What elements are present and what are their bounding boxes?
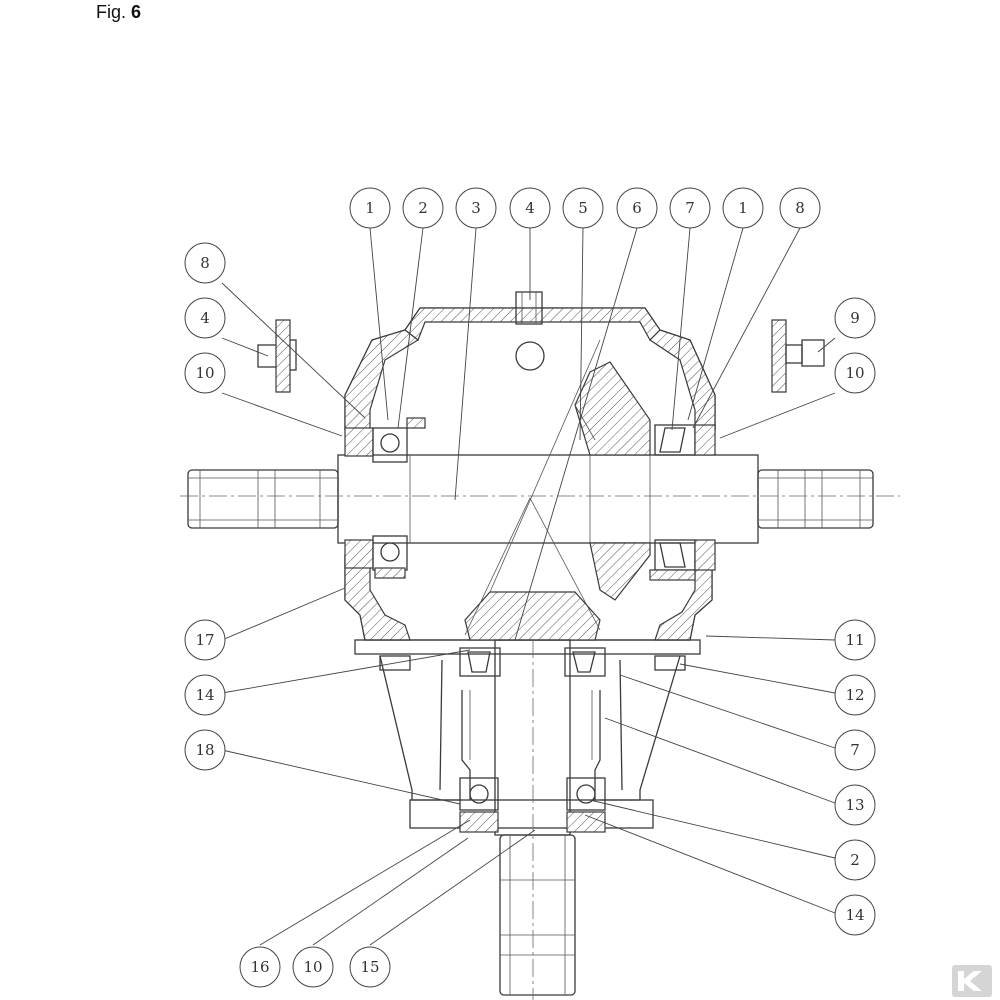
svg-text:6: 6 bbox=[632, 199, 642, 217]
svg-text:4: 4 bbox=[200, 309, 210, 327]
callout-15-bottom: 15 bbox=[349, 946, 391, 988]
svg-text:5: 5 bbox=[578, 199, 588, 217]
figure-title: Fig. 6 bbox=[96, 2, 141, 23]
svg-text:10: 10 bbox=[195, 364, 214, 382]
callout-9-right: 9 bbox=[834, 297, 876, 339]
callout-8-top: 8 bbox=[779, 187, 821, 229]
callout-7-right: 7 bbox=[834, 729, 876, 771]
callout-balloons: 1 2 3 4 5 6 7 1 8 8 4 10 9 10 17 11 14 1… bbox=[184, 187, 876, 988]
svg-text:2: 2 bbox=[850, 851, 860, 869]
svg-text:16: 16 bbox=[250, 958, 269, 976]
callout-6-top: 6 bbox=[616, 187, 658, 229]
svg-text:4: 4 bbox=[525, 199, 535, 217]
svg-text:18: 18 bbox=[195, 741, 214, 759]
svg-text:10: 10 bbox=[303, 958, 322, 976]
callout-2-right: 2 bbox=[834, 839, 876, 881]
watermark-logo-icon bbox=[952, 965, 992, 997]
svg-text:11: 11 bbox=[845, 631, 864, 649]
callout-1-top-left: 1 bbox=[349, 187, 391, 229]
plug-detail-left bbox=[257, 319, 297, 393]
figure-number: 6 bbox=[131, 2, 142, 22]
svg-text:1: 1 bbox=[365, 199, 375, 217]
svg-text:14: 14 bbox=[845, 906, 864, 924]
svg-text:3: 3 bbox=[471, 199, 481, 217]
svg-text:8: 8 bbox=[200, 254, 210, 272]
callout-13-right: 13 bbox=[834, 784, 876, 826]
callout-4-top: 4 bbox=[509, 187, 551, 229]
svg-text:15: 15 bbox=[360, 958, 379, 976]
left-bearings bbox=[344, 417, 426, 579]
callout-18-left: 18 bbox=[184, 729, 226, 771]
leader-lines bbox=[221, 227, 836, 946]
callout-4-left: 4 bbox=[184, 297, 226, 339]
plug-detail-right bbox=[771, 319, 825, 393]
callout-3-top: 3 bbox=[455, 187, 497, 229]
callout-1-top-right: 1 bbox=[722, 187, 764, 229]
callout-7-top: 7 bbox=[669, 187, 711, 229]
figure-label: Fig. bbox=[96, 2, 127, 22]
callout-2-top: 2 bbox=[402, 187, 444, 229]
callout-10-right: 10 bbox=[834, 352, 876, 394]
svg-text:12: 12 bbox=[845, 686, 864, 704]
horizontal-shaft bbox=[180, 454, 900, 544]
svg-text:2: 2 bbox=[418, 199, 428, 217]
right-bearings bbox=[649, 424, 716, 581]
crown-gear bbox=[574, 361, 651, 601]
callout-12-right: 12 bbox=[834, 674, 876, 716]
svg-text:1: 1 bbox=[738, 199, 748, 217]
callout-5-top: 5 bbox=[562, 187, 604, 229]
svg-text:7: 7 bbox=[685, 199, 695, 217]
callout-17-left: 17 bbox=[184, 619, 226, 661]
callout-11-right: 11 bbox=[834, 619, 876, 661]
callout-14-right: 14 bbox=[834, 894, 876, 936]
callout-8-left: 8 bbox=[184, 242, 226, 284]
vertical-shaft bbox=[379, 639, 686, 1000]
svg-text:9: 9 bbox=[850, 309, 860, 327]
callout-10-left: 10 bbox=[184, 352, 226, 394]
callout-16-bottom: 16 bbox=[239, 946, 281, 988]
svg-text:7: 7 bbox=[850, 741, 860, 759]
svg-text:10: 10 bbox=[845, 364, 864, 382]
pinion-gear bbox=[464, 339, 601, 641]
svg-text:14: 14 bbox=[195, 686, 214, 704]
callout-14-left: 14 bbox=[184, 674, 226, 716]
svg-text:17: 17 bbox=[195, 631, 214, 649]
svg-text:13: 13 bbox=[845, 796, 864, 814]
svg-text:8: 8 bbox=[795, 199, 805, 217]
callout-10-bottom: 10 bbox=[292, 946, 334, 988]
